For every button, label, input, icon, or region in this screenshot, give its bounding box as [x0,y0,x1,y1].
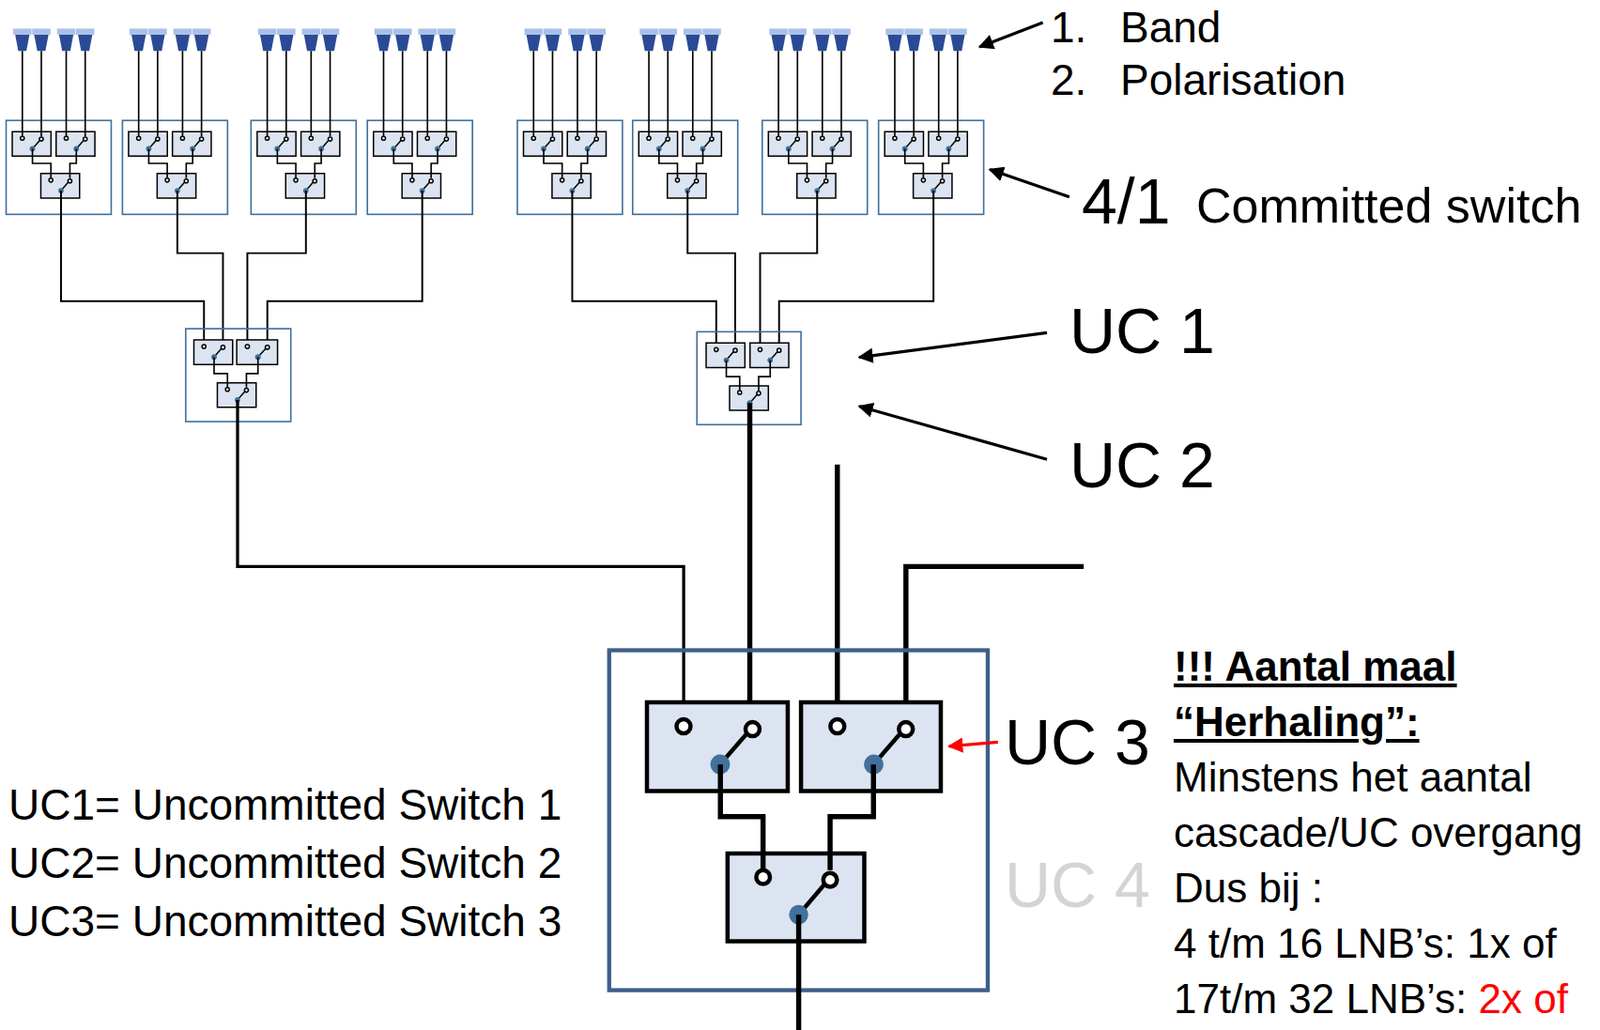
note-text: 17t/m 32 LNB’s: [1173,975,1467,1022]
note-heading: !!! Aantal maal “Herhaling”: [1173,638,1599,750]
callout-label: Committed switch [1196,181,1582,231]
switch-symbol [727,853,865,942]
committed-switch-group [517,28,623,215]
feed-wire [834,464,840,720]
switch-symbol [236,339,277,365]
switch-symbol [193,339,232,365]
committed-switch-group [6,28,112,215]
switch-symbol [706,342,745,368]
leader-arrow [859,332,1047,357]
note-text: Minstens het aantal cascade/UC overgang [1173,749,1599,861]
cascade-wire [687,190,736,348]
cascade-wire [246,190,306,345]
leader-arrow [859,406,1047,461]
list-marker: 1. [1050,5,1087,49]
callout-label: UC 1 [1069,298,1216,363]
internal-wire [726,360,771,391]
legend-text: UC3= Uncommitted Switch 3 [8,899,562,943]
callout-label: UC 4 [1004,852,1151,917]
cascade-wire [177,190,224,345]
internal-wire [214,356,259,387]
committed-switch-group [250,28,356,215]
leader-arrow [949,741,999,746]
leader-arrow [989,169,1070,197]
internal-wire [720,764,763,870]
switch-symbol [646,702,788,792]
note-highlight: 2x of [1478,975,1569,1022]
legend-text: UC1= Uncommitted Switch 1 [8,783,562,827]
note-text: 4 t/m 16 LNB’s: 1x of [1173,915,1599,971]
committed-switch-group [762,28,868,215]
committed-switch-group [122,28,228,215]
cascade-wire [61,190,204,345]
feed-wire [906,566,1084,720]
cascade-wire [267,190,423,345]
note-row: 17t/m 32 LNB’s:2x of [1173,970,1599,1027]
committed-switch-group [878,28,985,215]
legend-text: UC2= Uncommitted Switch 2 [8,841,562,885]
feed-wire [747,402,753,720]
committed-switch-group [367,28,473,215]
cascade-wire [571,190,716,348]
note-block: !!! Aantal maal “Herhaling”:Minstens het… [1173,638,1599,1027]
output-wire [796,914,801,1030]
list-marker: 2. [1050,58,1087,102]
feed-wire [237,400,684,720]
callout-label: UC 2 [1069,432,1216,497]
cascade-wire [779,190,934,348]
callout-number: 4/1 [1081,169,1171,233]
callout-label: UC 3 [1004,709,1151,774]
committed-switch-group [632,28,739,215]
internal-wire [830,764,874,870]
list-item: Band [1120,5,1221,49]
switch-symbol [750,342,789,368]
list-item: Polarisation [1120,58,1346,102]
cascade-wire [760,190,818,348]
note-text: Dus bij : [1173,860,1599,916]
leader-arrow [979,22,1043,47]
